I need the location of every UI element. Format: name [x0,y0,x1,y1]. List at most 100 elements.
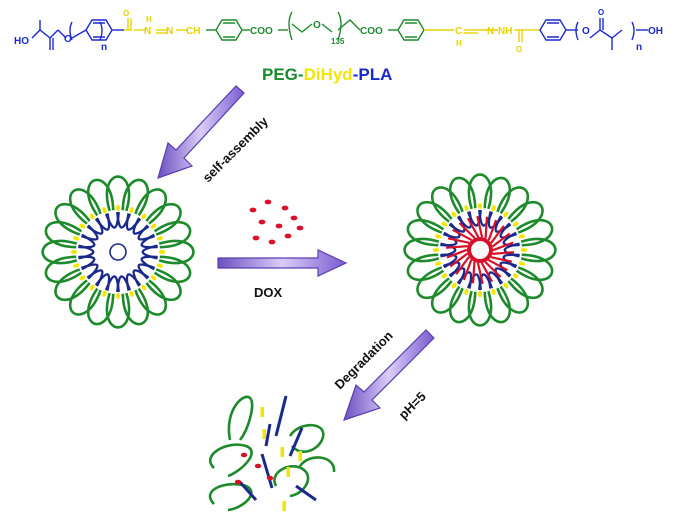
dox-strand [476,215,484,238]
pla-fragment [295,484,317,502]
ho-left-label: HO [14,36,29,47]
peg-petal [515,218,554,247]
svg-text:O: O [516,45,522,54]
peg-petal [430,277,464,314]
hydrazone-link [102,207,107,214]
hyd-right-nh: NH [498,26,512,37]
hydrazone-link [150,223,157,229]
hydrazone-link [158,250,166,254]
peg-petal [507,266,544,300]
dox-strand [492,251,515,255]
dox-strand [462,259,473,281]
hydrazone-link [518,261,525,266]
hydrazone-link [503,282,509,289]
hydrazone-link [102,290,107,297]
o-left-label: O [64,34,72,45]
peg-petal [483,285,512,324]
peg-petal [54,268,91,302]
hydrazone-link [464,205,469,212]
hydrazone-link [116,292,120,300]
hydrazone-link [512,221,519,227]
dox-strand [445,245,468,249]
hydrazone-link [491,288,496,295]
peg-fragment [208,482,253,512]
dox-dot [284,233,292,239]
title-sep2: - [353,65,359,84]
dox-strand [480,262,494,283]
peg-petal [134,188,168,225]
peg-fragment [298,456,336,473]
dox-label: DOX [254,285,283,300]
peg-fragment [227,395,254,441]
dox-dot [296,225,304,231]
pla-loop [502,231,520,247]
peg-petal [515,253,554,282]
peg-petal [134,279,168,316]
dox-strand [471,261,476,284]
peg-petal [105,175,131,212]
hyd-right-n: N [487,26,494,37]
peg-petal [430,186,464,223]
peg-petal [145,202,182,236]
hydrazone-link [432,248,440,252]
dox-dot [249,207,257,213]
peg-fragment [209,443,253,478]
ph-label: pH=5 [396,389,429,422]
hydrazone-link [116,204,120,212]
peg-petal [448,176,477,215]
peg-petal [158,239,195,265]
hydrazone-link [70,250,78,254]
dox-strand [492,241,514,252]
peg-petal [467,290,493,327]
dox-strand [447,237,470,244]
coo-right-label: COO [360,26,383,37]
peg-petal [496,186,530,223]
hydrazone-link [150,275,157,281]
hydrazone-link [503,211,509,218]
dox-core-ring [467,237,493,263]
hydrazone-link [441,273,448,279]
peg-petal [54,202,91,236]
hyd-left-n1: N [144,26,151,37]
dox-strand [484,216,489,239]
peg-petal [403,237,440,263]
dox-released [234,479,242,485]
dox-strand [487,219,498,241]
hyd-left-n2: N [166,26,173,37]
arrow-degradation [343,329,435,421]
peg-petal [41,239,78,265]
arrow-dox [217,249,348,277]
hyd-right-h: H [456,39,462,48]
dox-molecules [249,199,304,245]
dox-dot [268,239,276,245]
hydrazone-link [129,290,134,297]
peg-petal [121,287,150,326]
peg-petal [406,218,445,247]
hydrazone-link [141,284,147,291]
hydrazone-link [491,205,496,212]
peg-petal [153,220,192,249]
svg-text:O: O [598,8,604,17]
dox-strand [452,228,473,242]
hydrazone-link [478,290,482,298]
hydrazone-fragment [260,407,264,417]
hydrazone-fragment [282,501,286,511]
pla-loop [140,233,158,249]
hydrazone-link [79,223,86,229]
hydrazone-link [435,234,442,239]
dox-dot [275,223,283,229]
hydrazone-link [478,202,482,210]
hydrazone-fragment [280,447,284,457]
dox-released [240,452,248,458]
hyd-left-ch: CH [186,26,200,37]
dox-released [254,463,262,469]
hydrazone-link [464,288,469,295]
peg-petal [483,176,512,215]
pla-fragment [260,453,274,489]
hydrazone-link [156,236,163,241]
oh-right-label: OH [648,26,663,37]
polymer-name: PEG-DiHyd-PLA [262,65,392,84]
pla-fragment [288,427,304,457]
hydrazone-link [512,273,519,279]
title-peg: PEG [262,65,298,84]
